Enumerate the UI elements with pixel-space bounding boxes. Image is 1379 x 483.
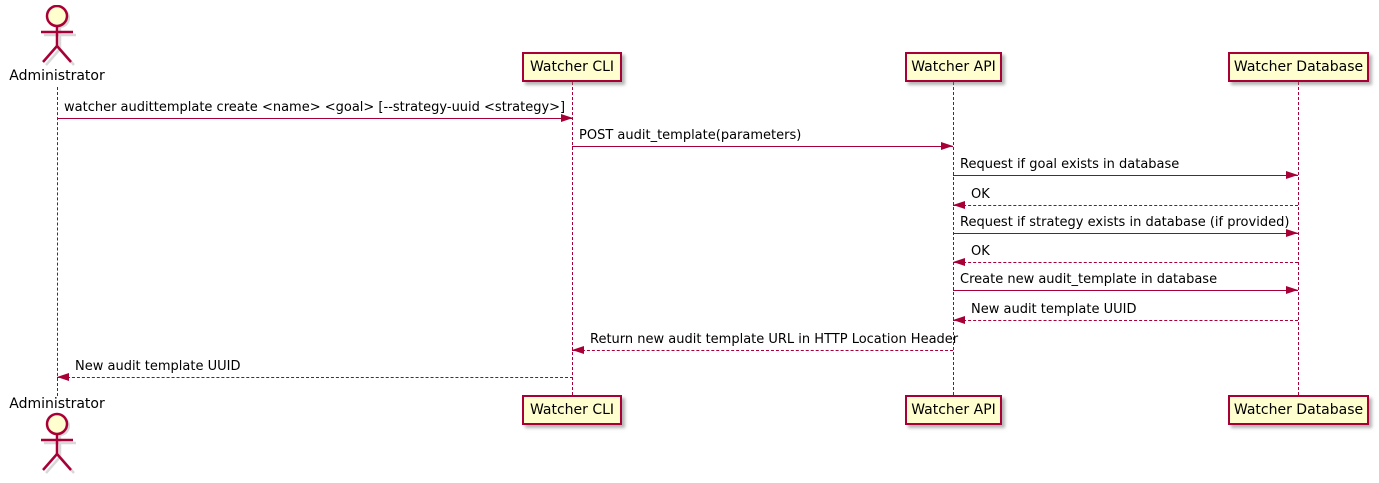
arrow-left-icon <box>953 201 965 209</box>
message-request-goal: Request if goal exists in database <box>953 157 1298 179</box>
message-line <box>953 258 1298 266</box>
arrow-left-icon <box>572 346 584 354</box>
message-label: POST audit_template(parameters) <box>579 128 802 143</box>
arrow-left-icon <box>953 258 965 266</box>
message-new-uuid-db: New audit template UUID <box>953 302 1298 324</box>
message-label: Request if goal exists in database <box>960 157 1180 172</box>
lifeline-watcher-api <box>953 82 954 395</box>
message-label: Create new audit_template in database <box>960 272 1218 287</box>
message-line <box>953 171 1298 179</box>
arrow-right-icon <box>1286 171 1298 179</box>
message-label: New audit template UUID <box>75 359 241 374</box>
participant-watcher-api-bottom: Watcher API <box>905 395 1002 425</box>
participant-label: Watcher CLI <box>529 402 615 418</box>
lifeline-watcher-database <box>1298 82 1299 395</box>
arrow-right-icon <box>1286 286 1298 294</box>
message-line <box>953 229 1298 237</box>
participant-watcher-database-top: Watcher Database <box>1228 52 1369 82</box>
message-new-uuid-admin: New audit template UUID <box>57 359 573 381</box>
participant-watcher-cli-bottom: Watcher CLI <box>522 395 622 425</box>
arrow-left-icon <box>57 373 69 381</box>
message-label: Return new audit template URL in HTTP Lo… <box>590 332 959 347</box>
lifeline-administrator <box>57 87 58 396</box>
participant-label: Watcher CLI <box>529 59 615 75</box>
participant-label: Watcher Database <box>1233 402 1364 418</box>
message-line <box>572 346 953 354</box>
participant-watcher-api-top: Watcher API <box>905 52 1002 82</box>
message-line <box>57 114 573 122</box>
participant-label: Watcher API <box>911 59 996 75</box>
actor-icon <box>23 4 91 71</box>
message-ok-goal: OK <box>953 187 1298 209</box>
arrow-right-icon <box>561 114 573 122</box>
message-line <box>953 316 1298 324</box>
participant-watcher-database-bottom: Watcher Database <box>1228 395 1369 425</box>
message-label: watcher audittemplate create <name> <goa… <box>64 100 566 115</box>
message-request-strategy: Request if strategy exists in database (… <box>953 215 1298 237</box>
message-label: OK <box>971 187 990 202</box>
message-create-in-database: Create new audit_template in database <box>953 272 1298 294</box>
actor-icon-bottom <box>23 411 91 483</box>
message-line <box>57 373 573 381</box>
message-label: Request if strategy exists in database (… <box>960 215 1290 230</box>
arrow-right-icon <box>941 142 953 150</box>
arrow-right-icon <box>1286 229 1298 237</box>
message-ok-strategy: OK <box>953 244 1298 266</box>
message-line <box>953 286 1298 294</box>
message-label: New audit template UUID <box>971 302 1137 317</box>
message-line <box>572 142 953 150</box>
message-create-audittemplate: watcher audittemplate create <name> <goa… <box>57 100 573 122</box>
participant-label: Watcher Database <box>1233 59 1364 75</box>
actor-name-top: Administrator <box>9 68 105 84</box>
message-post-audit-template: POST audit_template(parameters) <box>572 128 953 150</box>
actor-name-bottom: Administrator <box>9 396 105 412</box>
message-label: OK <box>971 244 990 259</box>
message-return-url: Return new audit template URL in HTTP Lo… <box>572 332 959 354</box>
participant-watcher-cli-top: Watcher CLI <box>522 52 622 82</box>
message-line <box>953 201 1298 209</box>
participant-label: Watcher API <box>911 402 996 418</box>
lifeline-watcher-cli <box>572 82 573 395</box>
arrow-left-icon <box>953 316 965 324</box>
